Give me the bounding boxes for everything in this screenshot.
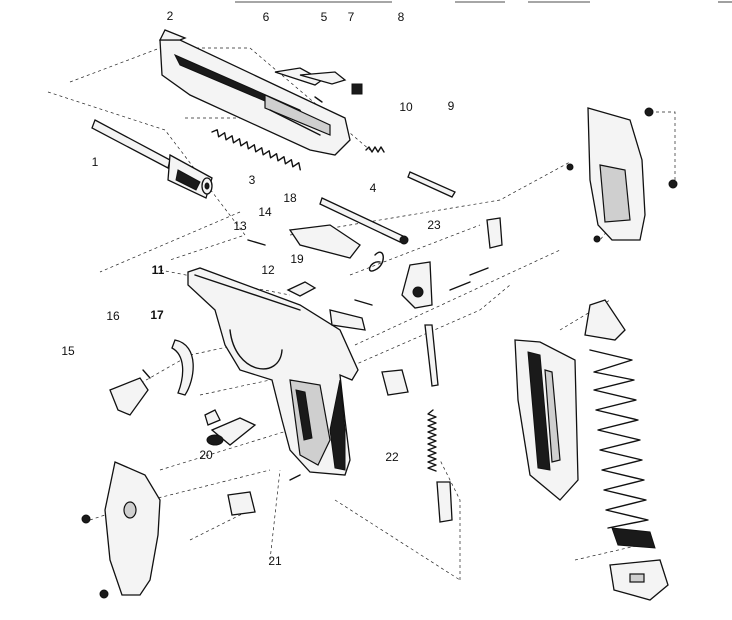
callout-9: 9 — [447, 99, 455, 113]
callout-17: 17 — [150, 308, 164, 322]
callout-19: 19 — [290, 252, 304, 266]
barrel-part — [91, 119, 213, 199]
callout-4: 4 — [369, 181, 377, 195]
callout-6: 6 — [262, 10, 270, 24]
callout-2: 2 — [166, 9, 174, 23]
callout-16: 16 — [106, 309, 120, 323]
callout-12: 12 — [261, 263, 275, 277]
callout-1: 1 — [91, 155, 99, 169]
trigger-parts — [109, 339, 194, 416]
callout-23: 23 — [427, 218, 441, 232]
recoil-spring — [211, 129, 301, 171]
spring-guide-rod — [319, 197, 409, 245]
callout-8: 8 — [397, 10, 405, 24]
callout-14: 14 — [258, 205, 272, 219]
callout-11: 11 — [151, 263, 165, 277]
callout-5: 5 — [320, 10, 328, 24]
locking-block-parts — [449, 217, 503, 291]
callout-7: 7 — [347, 10, 355, 24]
frame-part — [187, 267, 359, 476]
callout-10: 10 — [399, 100, 413, 114]
callout-3: 3 — [248, 173, 256, 187]
callout-22: 22 — [385, 450, 399, 464]
mainspring-parts — [424, 324, 453, 523]
magazine-body — [514, 339, 579, 501]
frame-small-parts — [247, 224, 384, 331]
callout-18: 18 — [283, 191, 297, 205]
callout-15: 15 — [61, 344, 75, 358]
callout-21: 21 — [268, 554, 282, 568]
callout-13: 13 — [233, 219, 247, 233]
slide-part — [158, 29, 351, 156]
left-grip-panel — [81, 461, 161, 599]
callout-20: 20 — [199, 448, 213, 462]
firing-pin-parts — [365, 146, 456, 198]
right-grip-panel — [566, 107, 678, 243]
slide-small-parts — [274, 67, 363, 103]
slide-catch-parts — [204, 409, 301, 516]
magazine-spring — [584, 299, 669, 601]
hammer-group — [381, 261, 433, 396]
